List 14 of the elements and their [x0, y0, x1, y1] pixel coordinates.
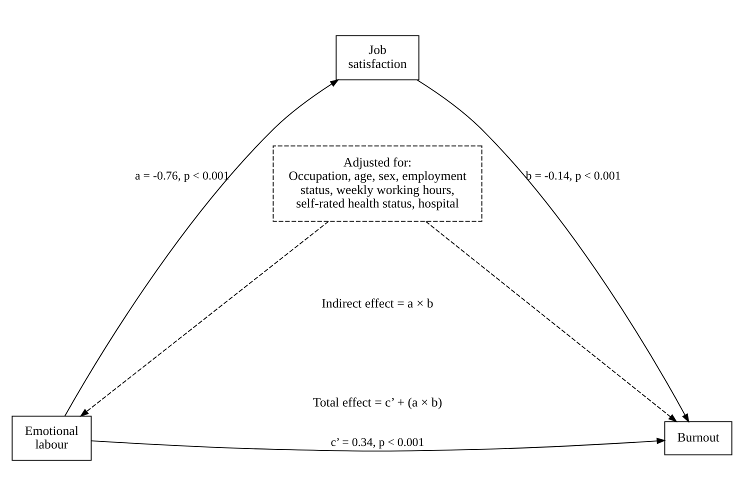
edge-label: c’ = 0.34, p < 0.001	[330, 434, 424, 448]
arrow	[64, 78, 340, 416]
arrow	[90, 437, 666, 451]
arrow	[425, 220, 678, 422]
arrow	[80, 220, 329, 416]
edge-label: a = -0.76, p < 0.001	[135, 168, 230, 182]
arrow	[416, 78, 690, 422]
node-box: Burnout	[664, 420, 732, 455]
label: Indirect effect = a × b	[322, 296, 434, 310]
node-box: Job satisfaction	[336, 34, 420, 80]
node-box: Adjusted for: Occupation, age, sex, employment status, weekly working hours, self-rated health status, hospital	[272, 145, 482, 222]
label: Total effect = c’ + (a × b)	[312, 395, 442, 410]
node-box: Emotional labour	[12, 415, 92, 460]
edge-label: b = -0.14, p < 0.001	[526, 168, 621, 182]
